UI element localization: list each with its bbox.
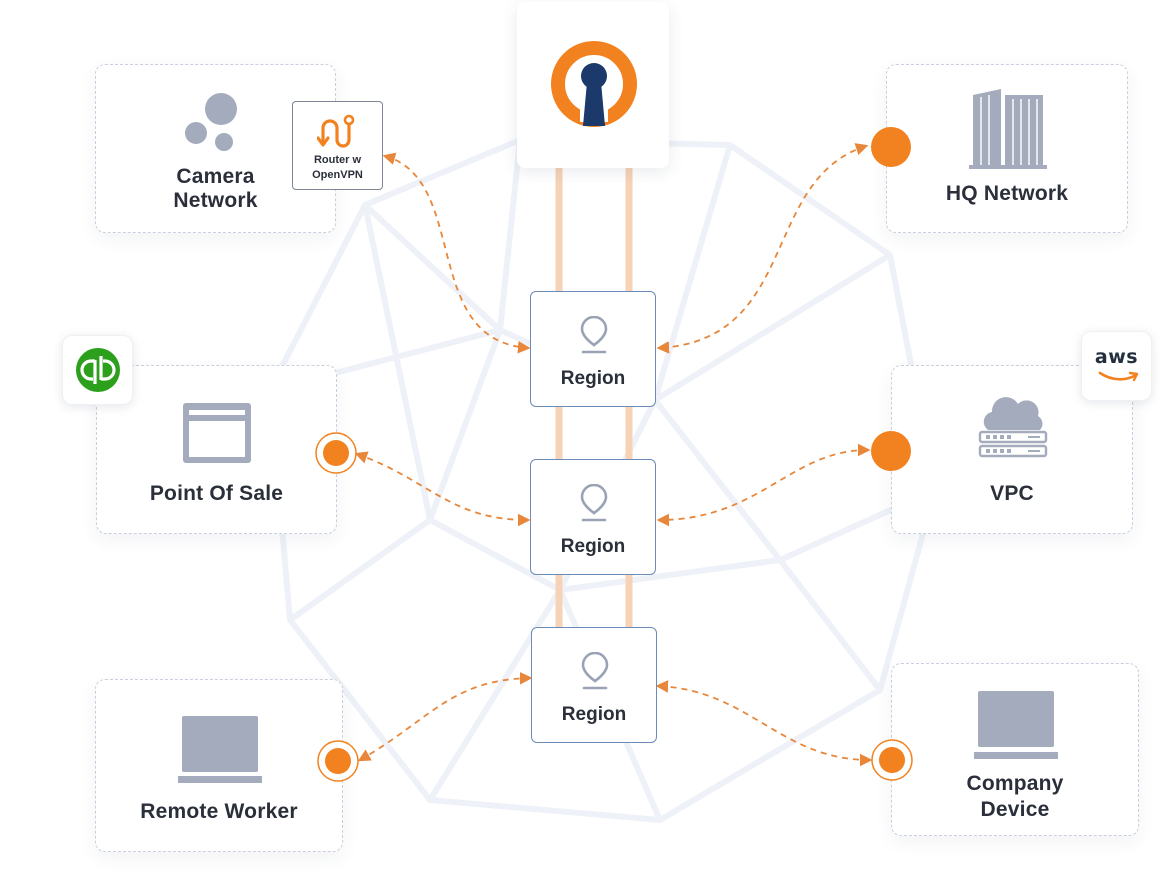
quickbooks-logo-icon: [76, 348, 120, 392]
connector-vpc-region: [656, 443, 871, 527]
endpoint-remote-worker: [317, 740, 359, 782]
map-pin-icon: [580, 316, 608, 354]
camera-network-label-line1: Camera: [176, 165, 255, 188]
router-label-line2: OpenVPN: [312, 169, 363, 181]
connector-router-region: [382, 152, 531, 354]
endpoint-company-device: [871, 739, 913, 781]
connector-remote-region: [357, 671, 533, 762]
aws-smile-icon: [1098, 371, 1139, 382]
endpoint-hq: [871, 127, 911, 167]
aws-badge: aws: [1081, 331, 1152, 401]
point-of-sale-card[interactable]: Point Of Sale: [96, 365, 337, 534]
region-box-1[interactable]: Region: [530, 291, 656, 407]
region-box-3[interactable]: Region: [531, 627, 657, 743]
map-pin-icon: [581, 652, 609, 690]
hq-network-label: HQ Network: [945, 182, 1069, 205]
router-route-icon: [317, 114, 355, 148]
cloud-server-icon: [978, 397, 1048, 458]
point-of-sale-label: Point Of Sale: [149, 482, 284, 505]
camera-network-dots-icon: [185, 93, 237, 151]
browser-window-icon: [183, 403, 251, 463]
hq-network-card[interactable]: HQ Network: [886, 64, 1128, 233]
aws-logo-text: aws: [1094, 346, 1139, 368]
connector-pos-region: [354, 451, 531, 527]
camera-network-label-line2: Network: [173, 189, 258, 212]
endpoint-pos: [315, 432, 357, 474]
map-pin-icon: [580, 484, 608, 522]
region-label: Region: [560, 368, 626, 389]
endpoint-vpc: [871, 431, 911, 471]
laptop-icon: [178, 716, 262, 783]
region-label: Region: [561, 704, 627, 725]
office-buildings-icon: [969, 89, 1047, 169]
connector-device-region: [655, 680, 873, 767]
openvpn-keyhole-logo: [551, 41, 637, 127]
router-label-line1: Router w: [313, 154, 362, 166]
connector-hq-region: [656, 143, 869, 354]
router-openvpn-card[interactable]: Router w OpenVPN: [292, 101, 383, 190]
laptop-icon: [974, 691, 1058, 759]
company-device-label-line2: Device: [980, 798, 1050, 821]
vpc-label: VPC: [990, 482, 1034, 505]
openvpn-logo-card: [517, 2, 669, 168]
region-label: Region: [560, 536, 626, 557]
company-device-label-line1: Company: [966, 772, 1064, 795]
region-box-2[interactable]: Region: [530, 459, 656, 575]
remote-worker-label: Remote Worker: [140, 800, 298, 823]
remote-worker-card[interactable]: Remote Worker: [95, 679, 343, 852]
quickbooks-badge: [62, 335, 133, 405]
